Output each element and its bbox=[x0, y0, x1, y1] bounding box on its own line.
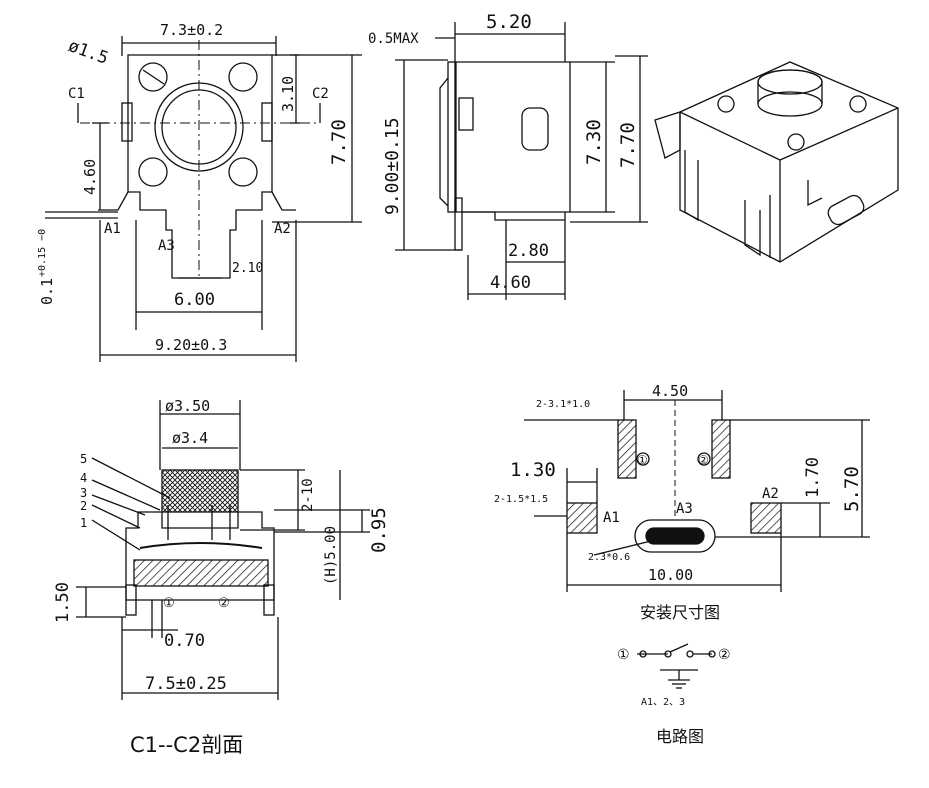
section-label-2: 2 bbox=[80, 499, 87, 513]
circuit-labels: ① ② A1、2、3 电路图 bbox=[617, 647, 731, 746]
side-dim-4-60: 4.60 bbox=[490, 273, 531, 293]
footprint-dim-1-30: 1.30 bbox=[510, 459, 556, 481]
circuit-diagram bbox=[637, 643, 716, 689]
top-width-dim: 7.3±0.2 bbox=[160, 21, 223, 39]
top-section-c1: C1 bbox=[68, 86, 85, 102]
top-view bbox=[45, 36, 362, 362]
section-label-1: 1 bbox=[80, 516, 87, 530]
section-dim-h-5-00: (H)5.00 bbox=[323, 526, 339, 585]
section-circ-2: ② bbox=[218, 596, 230, 611]
footprint-circ-1: ① bbox=[637, 453, 648, 467]
side-dim-7-30: 7.30 bbox=[583, 119, 605, 165]
section-dim-phi-3-50: ø3.50 bbox=[165, 397, 210, 415]
side-dim-5-20: 5.20 bbox=[486, 11, 532, 33]
top-dim-3-10: 3.10 bbox=[279, 76, 297, 112]
section-circ-1: ① bbox=[163, 596, 175, 611]
footprint-labels: 2-3.1*1.0 4.50 1.30 2-1.5*1.5 A1 A3 A2 1… bbox=[494, 382, 863, 622]
circuit-left-terminal: ① bbox=[617, 647, 630, 663]
footprint-view bbox=[524, 390, 870, 592]
top-dim-0-1: 0.1 bbox=[38, 278, 56, 305]
section-label-5: 5 bbox=[80, 452, 87, 466]
section-dim-phi-3-4: ø3.4 bbox=[172, 429, 208, 447]
isometric-view bbox=[654, 61, 899, 263]
circuit-caption: 电路图 bbox=[656, 727, 704, 746]
footprint-dim-4-50: 4.50 bbox=[652, 382, 688, 400]
section-label-4: 4 bbox=[80, 471, 87, 485]
side-dim-2-80: 2.80 bbox=[508, 241, 549, 261]
section-dim-2-10: 2-10 bbox=[300, 478, 316, 512]
section-caption: C1--C2剖面 bbox=[130, 733, 243, 757]
top-dim-6-00: 6.00 bbox=[174, 290, 215, 310]
footprint-oval-note: 2.3*0.6 bbox=[588, 552, 630, 563]
top-hole-dia: ø1.5 bbox=[66, 36, 111, 69]
section-dim-7-5: 7.5±0.25 bbox=[145, 674, 227, 694]
side-dim-0-5max: 0.5MAX bbox=[368, 31, 419, 47]
section-label-3: 3 bbox=[80, 486, 87, 500]
footprint-dim-5-70: 5.70 bbox=[841, 466, 863, 512]
footprint-caption: 安装尺寸图 bbox=[640, 603, 720, 622]
section-view bbox=[76, 400, 370, 700]
section-view-labels: ø3.50 ø3.4 5 4 3 2 1 2-10 (H)5.00 0.95 1… bbox=[53, 397, 390, 757]
section-dim-0-70: 0.70 bbox=[164, 631, 205, 651]
side-view bbox=[395, 22, 648, 300]
section-dim-1-50: 1.50 bbox=[53, 582, 73, 623]
footprint-slot-note: 2-3.1*1.0 bbox=[536, 399, 590, 410]
side-dim-9-00: 9.00±0.15 bbox=[382, 117, 403, 215]
top-dim-9-20: 9.20±0.3 bbox=[155, 336, 227, 354]
top-dim-4-60: 4.60 bbox=[81, 159, 99, 195]
top-pin-a3: A3 bbox=[158, 238, 175, 254]
top-pin-a1: A1 bbox=[104, 221, 121, 237]
top-dim-0-1-tol: +0.15 −0 bbox=[37, 229, 48, 277]
top-view-labels: 7.3±0.2 ø1.5 C1 C2 3.10 7.70 4.60 0.1 +0… bbox=[37, 21, 350, 354]
footprint-dim-1-70: 1.70 bbox=[803, 457, 823, 498]
side-dim-7-70: 7.70 bbox=[617, 122, 639, 168]
circuit-right-terminal: ② bbox=[718, 647, 731, 663]
side-view-labels: 0.5MAX 5.20 9.00±0.15 7.30 7.70 2.80 4.6… bbox=[368, 11, 639, 293]
section-dim-0-95: 0.95 bbox=[368, 507, 390, 553]
top-section-c2: C2 bbox=[312, 86, 329, 102]
footprint-pad-note: 2-1.5*1.5 bbox=[494, 494, 548, 505]
footprint-pad-a2: A2 bbox=[762, 486, 779, 502]
top-pin-a2: A2 bbox=[274, 221, 291, 237]
footprint-pad-a3: A3 bbox=[676, 501, 693, 517]
footprint-dim-10-00: 10.00 bbox=[648, 566, 693, 584]
top-dim-2-10: 2.10 bbox=[232, 261, 263, 276]
circuit-ground-note: A1、2、3 bbox=[641, 697, 685, 708]
footprint-pad-a1: A1 bbox=[603, 510, 620, 526]
top-dim-7-70: 7.70 bbox=[328, 119, 350, 165]
footprint-circ-2: ② bbox=[698, 453, 709, 467]
